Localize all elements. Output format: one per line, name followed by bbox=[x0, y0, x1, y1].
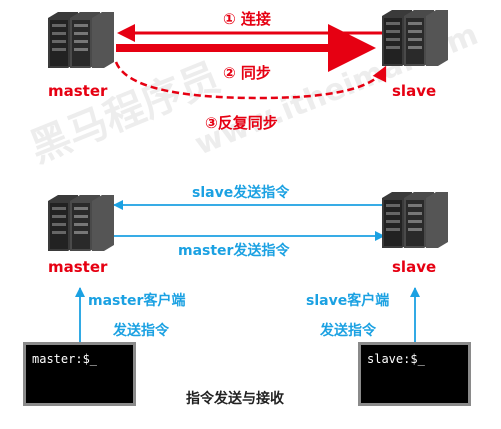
slave-server-icon bbox=[382, 10, 448, 66]
master-node-label-bottom: master bbox=[48, 258, 108, 276]
master-node-label: master bbox=[48, 82, 108, 100]
slave-node-label-bottom: slave bbox=[392, 258, 437, 276]
slave-node-label: slave bbox=[392, 82, 437, 100]
slave-server-icon-bottom bbox=[382, 192, 448, 248]
master-terminal-prompt: master:$_ bbox=[32, 352, 98, 366]
repeated-sync-label: ③反复同步 bbox=[205, 114, 278, 132]
master-terminal: master:$_ bbox=[23, 342, 136, 406]
slave-terminal-prompt: slave:$_ bbox=[367, 352, 425, 366]
master-client-label: master客户端 bbox=[88, 293, 186, 309]
sync-label: ② 同步 bbox=[223, 64, 271, 82]
diagram-caption: 指令发送与接收 bbox=[186, 391, 284, 407]
master-server-icon-bottom bbox=[48, 195, 114, 251]
master-server-icon bbox=[48, 12, 114, 68]
master-sends-label: master发送指令 bbox=[178, 243, 290, 259]
slave-client-label: slave客户端 bbox=[306, 293, 390, 309]
connect-label: ① 连接 bbox=[223, 10, 271, 28]
repeated-sync-arrow bbox=[114, 61, 387, 100]
slave-client-send-label: 发送指令 bbox=[320, 323, 376, 339]
slave-terminal: slave:$_ bbox=[358, 342, 471, 406]
slave-sends-label: slave发送指令 bbox=[192, 185, 290, 201]
master-client-send-label: 发送指令 bbox=[113, 323, 169, 339]
